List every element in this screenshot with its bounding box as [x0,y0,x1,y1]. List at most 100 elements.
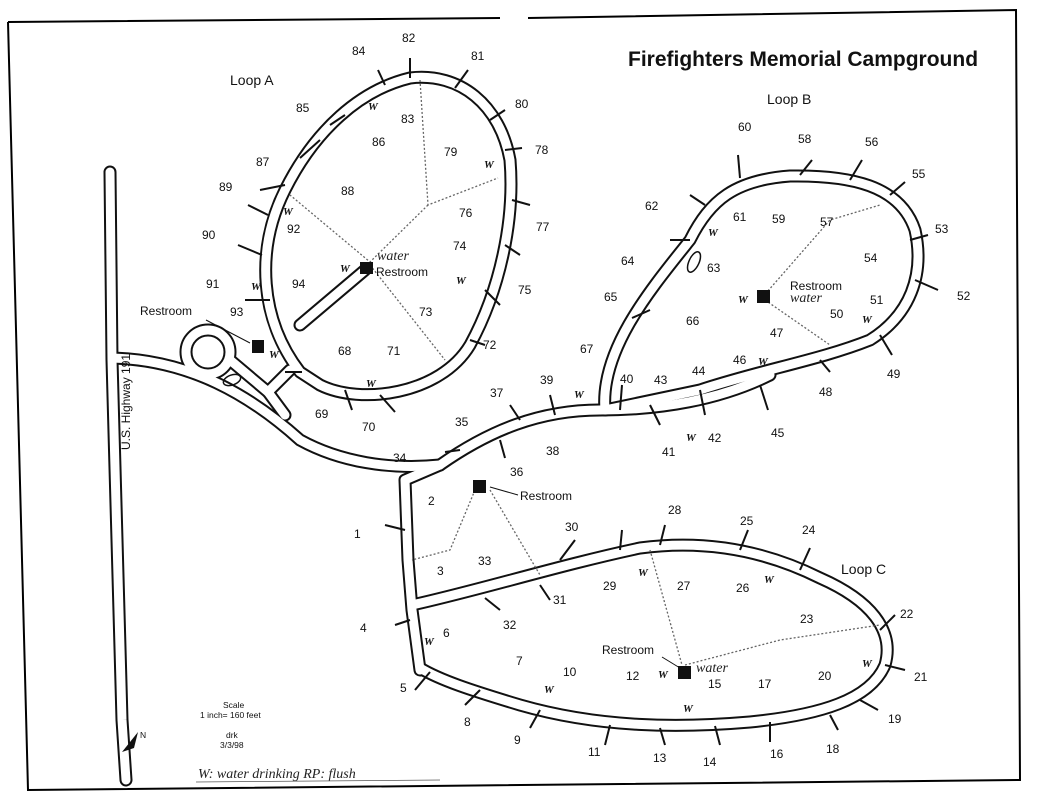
site-79: 79 [444,145,458,159]
site-48: 48 [819,385,833,399]
site-3: 3 [437,564,444,578]
site-75: 75 [518,283,532,297]
site-16: 16 [770,747,784,761]
site-76: 76 [459,206,473,220]
site-83: 83 [401,112,415,126]
site-71: 71 [387,344,401,358]
water-symbol: W [574,389,585,401]
site-21: 21 [914,670,928,684]
water-symbol: W [340,263,351,275]
site-50: 50 [830,307,844,321]
site-5: 5 [400,681,407,695]
site-22: 22 [900,607,914,621]
site-23: 23 [800,612,814,626]
site-10: 10 [563,665,577,679]
site-72: 72 [483,338,497,352]
site-92: 92 [287,222,301,236]
water-symbol: W [862,314,873,326]
site-42: 42 [708,431,722,445]
site-15: 15 [708,677,722,691]
site-17: 17 [758,677,772,691]
site-73: 73 [419,305,433,319]
loop-c-label: Loop C [841,561,886,577]
site-55: 55 [912,167,926,181]
site-85: 85 [296,101,310,115]
north-arrow-icon: N [122,730,146,752]
drawn-date: 3/3/98 [220,740,244,750]
water-symbol: W [456,275,467,287]
water-symbols: W W W W W W W W W W W W W W W W W W W W … [251,101,873,715]
scale-value: 1 inch= 160 feet [200,710,261,720]
site-32: 32 [503,618,517,632]
site-49: 49 [887,367,901,381]
site-30: 30 [565,520,579,534]
site-1: 1 [354,527,361,541]
water-symbol: W [686,432,697,444]
site-89: 89 [219,180,233,194]
site-spurs [237,58,939,746]
water-symbol: W [283,206,294,218]
site-19: 19 [888,712,902,726]
scale-title: Scale [223,700,245,710]
water-symbol: W [638,567,649,579]
water-symbol: W [738,294,749,306]
water-symbol: W [366,378,377,390]
svg-text:N: N [140,730,146,740]
site-43: 43 [654,373,668,387]
site-52: 52 [957,289,971,303]
site-70: 70 [362,420,376,434]
site-25: 25 [740,514,754,528]
highway-label: U.S. Highway 191 [119,354,133,450]
water-symbol: W [424,636,435,648]
water-symbol: W [708,227,719,239]
restroom-label: Restroom [520,489,572,503]
loop-a-label: Loop A [230,72,274,88]
site-66: 66 [686,314,700,328]
site-74: 74 [453,239,467,253]
site-62: 62 [645,199,659,213]
site-14: 14 [703,755,717,769]
site-31: 31 [553,593,567,607]
site-57: 57 [820,215,834,229]
water-symbol: W [758,356,769,368]
site-86: 86 [372,135,386,149]
water-symbol: W [251,281,262,293]
site-45: 45 [771,426,785,440]
restroom-icons [252,262,770,679]
site-59: 59 [772,212,786,226]
site-12: 12 [626,669,640,683]
site-8: 8 [464,715,471,729]
foot-paths [289,79,881,666]
map-border [7,8,1022,792]
site-78: 78 [535,143,549,157]
site-2: 2 [428,494,435,508]
water-symbol: W [484,159,495,171]
scale-block: Scale 1 inch= 160 feet drk 3/3/98 [200,700,261,750]
site-27: 27 [677,579,691,593]
restroom-icon [473,480,486,493]
site-9: 9 [514,733,521,747]
site-63: 63 [707,261,721,275]
water-label: water [377,249,409,264]
site-56: 56 [865,135,879,149]
restroom-icon [252,340,264,353]
site-91: 91 [206,277,220,291]
site-13: 13 [653,751,667,765]
site-61: 61 [733,210,747,224]
legend-note: W: water drinking RP: flush [198,767,356,782]
site-34: 34 [393,451,407,465]
site-11: 11 [588,745,601,759]
site-65: 65 [604,290,618,304]
site-47: 47 [770,326,784,340]
site-44: 44 [692,364,706,378]
water-symbol: W [862,658,873,670]
site-29: 29 [603,579,617,593]
site-54: 54 [864,251,878,265]
water-label: water [790,291,822,306]
site-67: 67 [580,342,594,356]
site-39: 39 [540,373,554,387]
site-7: 7 [516,654,523,668]
water-symbol: W [658,669,669,681]
